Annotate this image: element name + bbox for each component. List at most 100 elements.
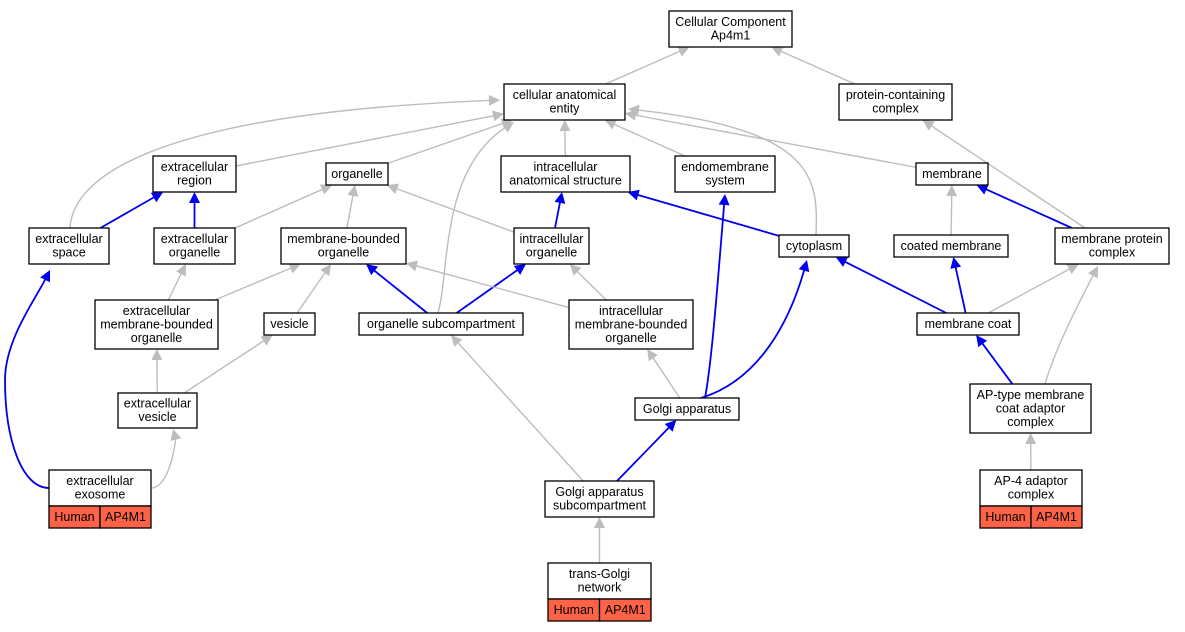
arrowhead: [347, 185, 359, 197]
annotation-species: Human: [985, 510, 1025, 524]
node-box: [117, 392, 198, 429]
edge-line: [613, 123, 686, 157]
arrowhead: [501, 122, 514, 133]
arrowhead: [513, 264, 526, 275]
node-label: vesicle: [270, 317, 308, 331]
node-cm[interactable]: coated membrane: [893, 234, 1009, 258]
node-org[interactable]: organelle: [325, 162, 389, 186]
node-label: cellular anatomical: [513, 88, 617, 102]
edge-exex-to-exv: [150, 429, 182, 489]
edge-gasc-to-ga: [616, 420, 677, 482]
node-label: vesicle: [138, 410, 176, 424]
edge-line: [950, 194, 953, 236]
arrowhead: [677, 46, 690, 57]
node-label: extracellular: [161, 232, 228, 246]
annotation-gene: AP4M1: [605, 603, 646, 617]
node-label: protein-containing: [846, 88, 945, 102]
node-label: extracellular: [123, 304, 190, 318]
edge-line: [576, 270, 607, 301]
node-box: [544, 480, 655, 518]
node-box: [568, 299, 694, 350]
node-box: [915, 162, 989, 186]
edge-line: [235, 114, 495, 167]
node-label: organelle subcompartment: [367, 317, 516, 331]
node-ves[interactable]: vesicle: [263, 312, 316, 336]
edge-exv-to-ves: [183, 335, 273, 394]
edge-line: [214, 267, 292, 301]
node-label: exosome: [75, 488, 126, 502]
edge-exs-to-exr: [99, 192, 164, 229]
node-label: membrane coat: [925, 317, 1012, 331]
node-osc[interactable]: organelle subcompartment: [358, 312, 524, 336]
edge-ves-to-mbo: [296, 264, 332, 314]
annotation-cell: [99, 505, 152, 529]
annotation-gene: AP4M1: [105, 510, 146, 524]
edge-osc-to-cae: [437, 122, 514, 314]
edge-line: [395, 187, 515, 233]
edge-mpc-to-mem: [976, 184, 1073, 229]
edge-line: [1044, 274, 1095, 385]
edge-line: [387, 122, 504, 164]
node-mc[interactable]: membrane coat: [916, 312, 1020, 336]
node-box: [674, 155, 776, 193]
node-box: [893, 234, 1009, 258]
edge-line: [636, 193, 780, 237]
node-label: extracellular: [124, 397, 191, 411]
arrowhead: [1088, 266, 1098, 279]
edge-cm-to-mem: [946, 185, 958, 236]
edge-line: [183, 339, 265, 394]
edge-line: [346, 194, 354, 229]
node-cyt[interactable]: cytoplasm: [778, 234, 850, 258]
edge-line: [637, 109, 818, 236]
node-box: [916, 312, 1020, 336]
node-label: organelle: [605, 331, 656, 345]
node-ga[interactable]: Golgi apparatus: [634, 397, 740, 421]
node-label: Ap4m1: [711, 29, 751, 43]
node-label: complex: [1008, 488, 1055, 502]
edge-line: [616, 426, 670, 482]
annotation-cell: [598, 598, 652, 622]
annotation-gene: AP4M1: [1036, 510, 1077, 524]
node-label: membrane-bounded: [575, 317, 688, 331]
node-label: AP-type membrane: [977, 388, 1085, 402]
node-box: [358, 312, 524, 336]
node-label: anatomical structure: [509, 174, 622, 188]
node-label: organelle: [318, 246, 369, 260]
node-label: space: [52, 246, 85, 260]
arrowhead: [569, 264, 582, 276]
edge-line: [605, 50, 681, 85]
node-label: organelle: [131, 331, 182, 345]
arrowhead: [488, 94, 500, 106]
node-box: [1054, 227, 1170, 265]
node-box: [503, 83, 626, 121]
node-mem[interactable]: membrane: [915, 162, 989, 186]
node-label: complex: [1007, 415, 1054, 429]
arrowhead: [647, 349, 658, 362]
node-label: membrane-bounded: [287, 232, 400, 246]
node-box: [153, 227, 236, 265]
arrowhead: [406, 260, 419, 272]
arrowhead: [1066, 264, 1079, 275]
node-label: coat adaptor: [996, 401, 1066, 415]
arrowhead: [976, 184, 989, 195]
